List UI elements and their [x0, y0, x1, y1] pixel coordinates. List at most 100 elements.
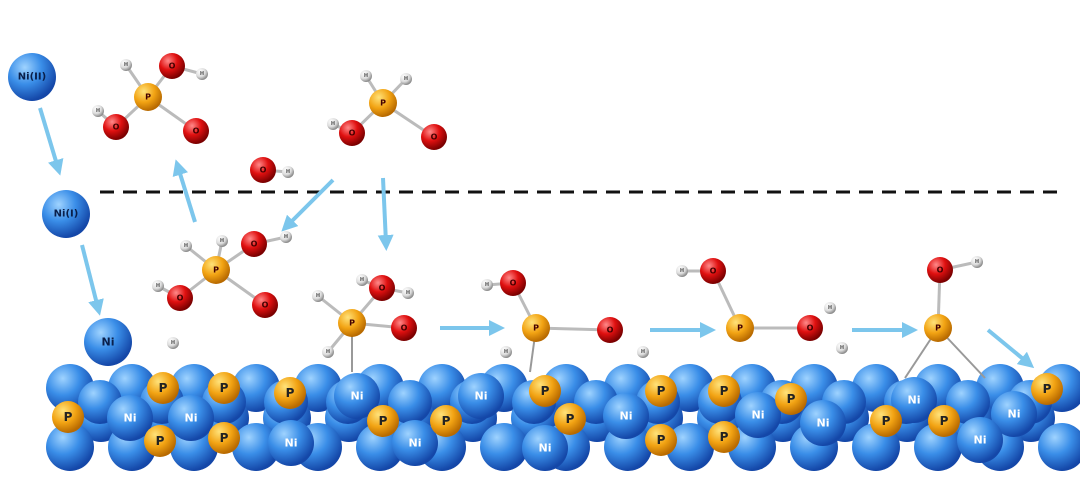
- surface-p-label: P: [64, 410, 73, 424]
- atom-label: H: [171, 340, 175, 346]
- surface-ni-label: Ni: [974, 434, 987, 447]
- molecule-atom-o: [167, 285, 193, 311]
- atom-label: H: [404, 76, 408, 82]
- surface-p-label: P: [379, 414, 388, 428]
- surface-p-label: P: [787, 392, 796, 406]
- atom-label: O: [349, 129, 356, 138]
- molecule-atom-h: [180, 240, 192, 252]
- atom-label: H: [184, 243, 188, 249]
- atom-label: P: [349, 319, 355, 328]
- surface-ni-label: Ni: [1008, 408, 1021, 421]
- surface-p-label: P: [657, 384, 666, 398]
- atom-label: P: [533, 324, 539, 333]
- molecule-atom-h: [971, 256, 983, 268]
- surface-p-label: P: [442, 414, 451, 428]
- atom-label: H: [124, 62, 128, 68]
- molecule-atom-p: [202, 256, 230, 284]
- surface-ni-label: Ni: [285, 437, 298, 450]
- molecule-atom-h: [312, 290, 324, 302]
- molecule-atom-h: [500, 346, 512, 358]
- surface-p-label: P: [720, 430, 729, 444]
- molecule-atom-p: [726, 314, 754, 342]
- surface-p-atom: [645, 375, 677, 407]
- ni1-label: Ni(I): [54, 209, 79, 220]
- ni-label: Ni: [102, 336, 115, 349]
- surface-ni-atom: [268, 420, 314, 466]
- atom-label: H: [286, 169, 290, 175]
- atom-label: O: [113, 123, 120, 132]
- atom-label: H: [220, 238, 224, 244]
- ni-atom: [84, 318, 132, 366]
- molecule-atom-h: [216, 235, 228, 247]
- surface-ni-label: Ni: [539, 442, 552, 455]
- surface-ni-sphere: [356, 423, 404, 471]
- surface-p-label: P: [1043, 382, 1052, 396]
- molecule-atom-o: [500, 270, 526, 296]
- ni2-ion: [8, 53, 56, 101]
- surface-ni-atom: [392, 420, 438, 466]
- surface-ni-atom: [603, 393, 649, 439]
- atom-label: O: [251, 240, 258, 249]
- surface-ni-label: Ni: [409, 437, 422, 450]
- atom-label: H: [96, 108, 100, 114]
- surface-p-label: P: [657, 433, 666, 447]
- atom-label: O: [193, 127, 200, 136]
- surface-ni-atom: [735, 392, 781, 438]
- molecule-atom-o: [597, 317, 623, 343]
- molecule-atom-h: [327, 118, 339, 130]
- surface-ni-atom: [458, 373, 504, 419]
- surface-p-atom: [775, 383, 807, 415]
- atom-label: H: [326, 349, 330, 355]
- atom-label: H: [680, 268, 684, 274]
- molecule-atom-h: [322, 346, 334, 358]
- molecule-atom-h: [402, 287, 414, 299]
- atom-label: O: [169, 62, 176, 71]
- atom-label: O: [710, 267, 717, 276]
- reaction-arrow: [38, 107, 64, 176]
- surface-p-label: P: [940, 414, 949, 428]
- surface-ni-label: Ni: [124, 412, 137, 425]
- molecule-atom-h: [481, 279, 493, 291]
- molecule-atom-o: [797, 315, 823, 341]
- atom-label: O: [401, 324, 408, 333]
- atom-label: H: [641, 349, 645, 355]
- molecule-atom-h: [196, 68, 208, 80]
- molecule-atom-o: [250, 157, 276, 183]
- surface-p-label: P: [220, 381, 229, 395]
- reaction-arrow: [377, 177, 394, 251]
- surface-ni-atom: [957, 417, 1003, 463]
- atom-label: H: [406, 290, 410, 296]
- reaction-arrow: [80, 244, 104, 316]
- surface-p-atom: [367, 405, 399, 437]
- surface-p-atom: [529, 375, 561, 407]
- atom-label: P: [737, 324, 743, 333]
- reaction-arrow: [172, 159, 197, 223]
- surface-p-atom: [208, 422, 240, 454]
- atom-label: H: [504, 349, 508, 355]
- atom-label: H: [284, 234, 288, 240]
- surface-ni-label: Ni: [351, 390, 364, 403]
- atom-label: H: [364, 73, 368, 79]
- surface-ni-label: Ni: [185, 412, 198, 425]
- reaction-arrow: [281, 178, 335, 232]
- surface-ni-sphere: [666, 423, 714, 471]
- surface-p-atom: [1031, 373, 1063, 405]
- molecule-atom-o: [183, 118, 209, 144]
- atom-label: P: [380, 99, 386, 108]
- surface-p-label: P: [156, 434, 165, 448]
- surface-ni-sphere: [480, 423, 528, 471]
- surface-ni-atom: [334, 373, 380, 419]
- reaction-arrow: [986, 328, 1035, 369]
- surface-p-atom: [708, 375, 740, 407]
- ni1-ion: [42, 190, 90, 238]
- molecule-atom-o: [369, 275, 395, 301]
- reaction-arrows: [38, 107, 1035, 369]
- surface-ni-sphere: [46, 423, 94, 471]
- molecule-atom-h: [92, 105, 104, 117]
- surface-ni-atom: [991, 391, 1037, 437]
- atom-label: H: [828, 305, 832, 311]
- nickel-species: Ni(II) Ni(I) Ni: [8, 53, 132, 366]
- molecule-atom-h: [676, 265, 688, 277]
